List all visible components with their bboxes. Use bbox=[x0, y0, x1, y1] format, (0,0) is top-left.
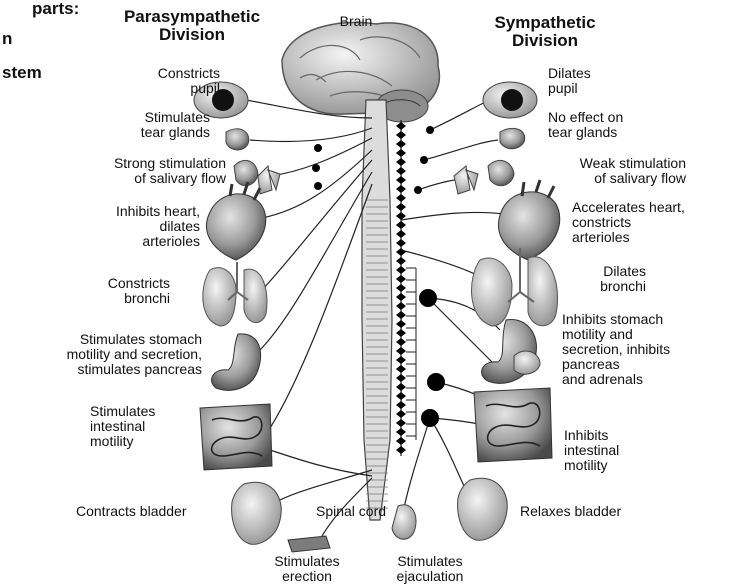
ganglion-icon bbox=[396, 122, 406, 130]
nerve-fiber bbox=[401, 212, 504, 220]
nerve-fiber bbox=[430, 100, 490, 130]
corner-fragment-1: parts: bbox=[32, 0, 79, 18]
ganglion-icon bbox=[396, 374, 406, 382]
ganglion-icon bbox=[396, 437, 406, 445]
sympathetic-division-header: Sympathetic Division bbox=[480, 14, 610, 50]
ganglion-icon bbox=[396, 401, 406, 409]
para-bladder-label: Contracts bladder bbox=[76, 504, 246, 519]
ganglion-icon bbox=[396, 194, 406, 202]
intestine-icon bbox=[200, 404, 272, 470]
ganglion-icon bbox=[396, 212, 406, 220]
intestine-icon bbox=[474, 388, 552, 462]
symp-bladder-label: Relaxes bladder bbox=[520, 504, 660, 519]
ganglion-icon bbox=[396, 446, 406, 454]
nerve-fiber bbox=[404, 418, 430, 508]
spinal-cord-label: Spinal cord bbox=[316, 504, 416, 519]
para-pupil-label: Constricts pupil bbox=[90, 66, 220, 96]
tear-gland-icon bbox=[500, 128, 525, 148]
symp-bronchi-label: Dilates bronchi bbox=[556, 264, 646, 294]
ganglion-icon bbox=[312, 164, 320, 172]
adrenal-icon bbox=[514, 351, 540, 374]
parasympathetic-division-header: Parasympathetic Division bbox=[112, 8, 272, 44]
ganglion-icon bbox=[414, 186, 422, 194]
ganglion-icon bbox=[427, 373, 445, 391]
ganglion-icon bbox=[396, 230, 406, 238]
ganglion-icon bbox=[396, 419, 406, 427]
symp-heart-label: Accelerates heart, constricts arterioles bbox=[572, 200, 734, 245]
ganglion-icon bbox=[396, 257, 406, 265]
ganglion-icon bbox=[396, 338, 406, 346]
symp-pupil-label: Dilates pupil bbox=[548, 66, 668, 96]
nerve-fiber bbox=[280, 470, 372, 500]
eye-icon bbox=[483, 82, 537, 118]
para-intestine-label: Stimulates intestinal motility bbox=[90, 404, 200, 449]
corner-fragment-3: stem bbox=[2, 64, 42, 82]
ganglion-icon bbox=[396, 320, 406, 328]
ganglion-icon bbox=[421, 409, 439, 427]
salivary-gland-icon bbox=[234, 160, 280, 194]
ganglion-icon bbox=[426, 126, 434, 134]
ganglion-icon bbox=[396, 302, 406, 310]
ganglion-icon bbox=[396, 347, 406, 355]
para-stomach-label: Stimulates stomach motility and secretio… bbox=[4, 332, 202, 377]
ganglion-icon bbox=[396, 392, 406, 400]
bladder-icon bbox=[458, 478, 508, 540]
corner-fragment-2: n bbox=[2, 30, 12, 48]
para-bronchi-label: Constricts bronchi bbox=[60, 276, 170, 306]
ganglion-icon bbox=[396, 275, 406, 283]
symp-ejaculation-label: Stimulates ejaculation bbox=[380, 554, 480, 584]
para-saliva-label: Strong stimulation of salivary flow bbox=[40, 156, 226, 186]
ganglion-icon bbox=[396, 176, 406, 184]
symp-saliva-label: Weak stimulation of salivary flow bbox=[526, 156, 686, 186]
ganglion-icon bbox=[396, 410, 406, 418]
ganglion-icon bbox=[396, 149, 406, 157]
brain-label: Brain bbox=[320, 14, 392, 29]
ganglion-icon bbox=[314, 144, 322, 152]
lung-icon bbox=[203, 262, 267, 326]
ganglion-icon bbox=[314, 182, 322, 190]
nerve-fiber bbox=[424, 140, 498, 160]
ganglion-icon bbox=[396, 329, 406, 337]
ganglion-icon bbox=[396, 158, 406, 166]
ganglion-icon bbox=[396, 203, 406, 211]
stomach-icon bbox=[212, 334, 261, 390]
ganglion-icon bbox=[396, 185, 406, 193]
nerve-fiber bbox=[270, 138, 372, 176]
ganglion-icon bbox=[420, 156, 428, 164]
ganglion-icon bbox=[396, 167, 406, 175]
ganglion-icon bbox=[396, 131, 406, 139]
ganglion-icon bbox=[396, 221, 406, 229]
ganglion-icon bbox=[396, 239, 406, 247]
lung-icon bbox=[471, 248, 557, 326]
ganglion-icon bbox=[396, 248, 406, 256]
salivary-gland-icon bbox=[454, 160, 514, 194]
nerve-fiber bbox=[250, 128, 372, 142]
nerve-fiber bbox=[258, 172, 372, 352]
spinal-cord-icon bbox=[362, 100, 392, 520]
ganglion-icon bbox=[396, 293, 406, 301]
genital-icon bbox=[288, 536, 330, 552]
para-erection-label: Stimulates erection bbox=[262, 554, 352, 584]
symp-intestine-label: Inhibits intestinal motility bbox=[564, 428, 674, 473]
ganglion-icon bbox=[396, 266, 406, 274]
symp-stomach-label: Inhibits stomach motility and secretion,… bbox=[562, 312, 712, 387]
symp-tear-label: No effect on tear glands bbox=[548, 110, 688, 140]
ganglion-icon bbox=[419, 289, 437, 307]
ganglion-icon bbox=[396, 365, 406, 373]
ganglion-icon bbox=[396, 311, 406, 319]
para-heart-label: Inhibits heart, dilates arterioles bbox=[40, 204, 200, 249]
ganglion-icon bbox=[396, 140, 406, 148]
heart-icon bbox=[498, 180, 559, 260]
para-tear-label: Stimulates tear glands bbox=[80, 110, 210, 140]
ganglion-icon bbox=[396, 383, 406, 391]
brain-icon bbox=[282, 22, 439, 122]
ganglion-icon bbox=[396, 356, 406, 364]
ganglion-icon bbox=[396, 428, 406, 436]
tear-gland-icon bbox=[226, 129, 249, 150]
ganglion-icon bbox=[396, 284, 406, 292]
nerve-fiber bbox=[270, 450, 372, 476]
heart-icon bbox=[206, 182, 265, 260]
